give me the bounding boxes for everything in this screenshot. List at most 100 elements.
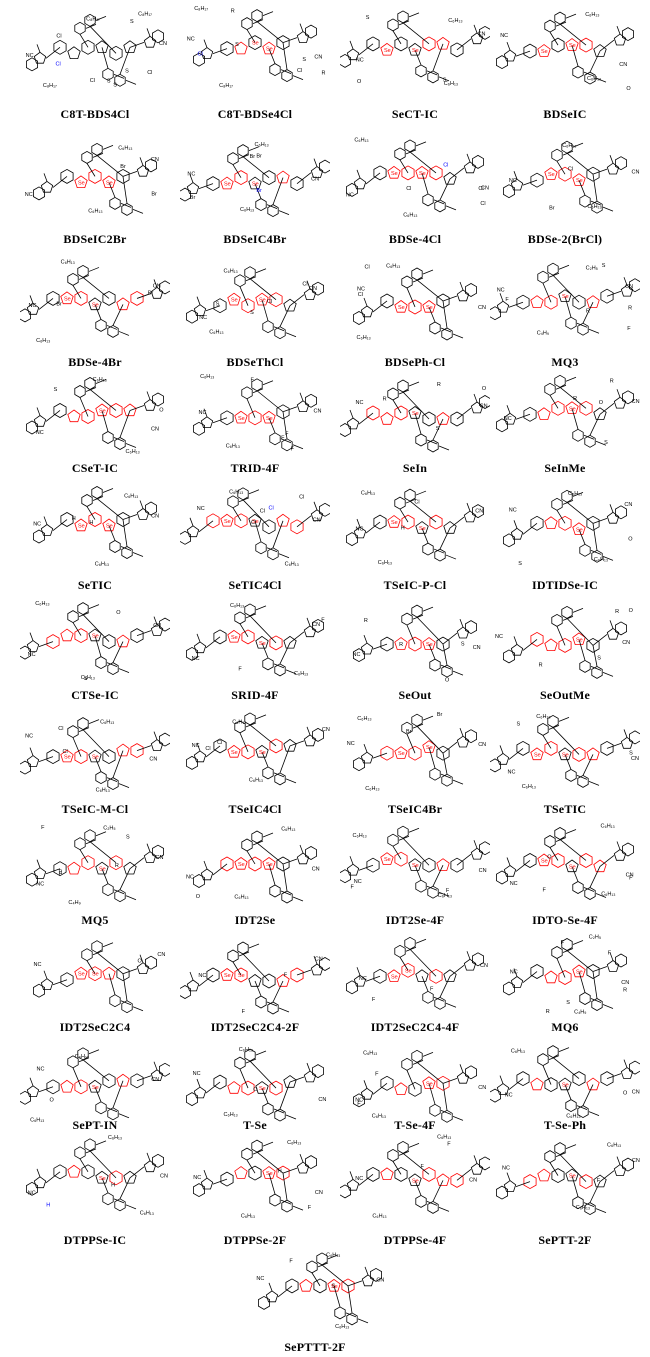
alkyl-chain <box>433 996 445 1002</box>
alkyl-chain <box>92 496 104 501</box>
atom-label: R <box>231 8 235 14</box>
atom-label: R <box>383 397 387 403</box>
bond <box>36 407 41 416</box>
atom-label: O <box>628 536 633 542</box>
selenophene-ring <box>234 857 248 870</box>
benzene-ring <box>523 406 537 422</box>
vinyl-bond <box>52 176 68 188</box>
atom-label: F <box>242 1009 246 1015</box>
bond <box>153 279 158 288</box>
selenophene-ring <box>116 634 130 648</box>
alkyl-chain <box>562 499 574 505</box>
benzene-ring <box>366 1166 380 1182</box>
atom-label: Se <box>78 972 85 978</box>
bond <box>559 1154 587 1182</box>
atom-label: Se <box>224 519 231 525</box>
selenophene-ring <box>227 629 241 643</box>
atom-label: CN <box>312 622 320 628</box>
phenyl-ring <box>107 777 119 791</box>
benzene-ring <box>81 39 95 55</box>
benzene-ring <box>262 973 276 989</box>
end-group-ring <box>470 1162 484 1175</box>
end-group-ring <box>613 849 627 861</box>
atom-label: Se <box>576 970 583 976</box>
alkyl-chain <box>255 714 267 720</box>
phenyl-ring <box>262 1102 274 1116</box>
atom-label: C₈H₁₇ <box>219 83 233 89</box>
bond <box>43 970 48 979</box>
atom-label: Se <box>92 972 99 978</box>
vinyl-bond <box>289 294 305 307</box>
end-group-ring <box>143 1160 157 1173</box>
phenyl-ring <box>422 990 434 1004</box>
atom-label: CN <box>478 305 486 311</box>
benzene-ring <box>530 172 544 188</box>
bond <box>239 623 249 638</box>
vinyl-bond <box>372 1083 388 1095</box>
bond <box>261 1087 269 1104</box>
atom-label: Se <box>224 182 231 188</box>
atom-label: C₈H₁₇ <box>43 83 57 89</box>
selenophene-ring <box>530 1077 544 1091</box>
bond <box>616 1156 621 1165</box>
bond <box>279 1081 291 1110</box>
selenophene-ring <box>544 740 558 756</box>
thiophene-ring <box>593 1174 607 1188</box>
vinyl-bond <box>515 1181 531 1188</box>
bond <box>272 177 284 205</box>
alkyl-chain <box>426 439 438 445</box>
bond <box>282 863 288 892</box>
end-group-ring <box>150 739 164 751</box>
end-group-ring <box>615 953 628 968</box>
bond <box>153 731 158 740</box>
selenophene-ring <box>67 1164 81 1178</box>
vinyl-bond <box>456 853 472 866</box>
alkyl-chain <box>357 1318 369 1324</box>
thiophene-ring <box>408 42 422 56</box>
atom-label: F <box>627 326 631 332</box>
end-group-ring <box>352 648 366 663</box>
atom-label: Se <box>259 641 266 647</box>
molecule-label: T-Se-Ph <box>543 1118 587 1132</box>
end-group-ring <box>352 311 366 325</box>
alkyl-chain <box>106 777 118 783</box>
benzene-ring <box>436 293 450 309</box>
selenophene-ring <box>558 515 572 531</box>
bond <box>196 1078 201 1088</box>
benzene-ring <box>516 740 530 756</box>
alkyl-chain <box>445 205 457 211</box>
bond <box>89 389 117 411</box>
end-group-ring <box>471 504 485 519</box>
phenyl-ring <box>572 65 584 79</box>
atom-label: O <box>159 407 164 413</box>
alkyl-chain <box>412 277 424 283</box>
alkyl-chain <box>412 614 424 620</box>
alkyl-chain <box>292 75 304 80</box>
benzene-ring <box>213 298 227 314</box>
molecule-label: IDTIDSe-IC <box>531 578 598 592</box>
alkyl-chain <box>433 199 445 205</box>
alkyl-chain <box>452 333 464 339</box>
end-group-ring <box>193 641 207 654</box>
atom-label: Br <box>256 154 262 160</box>
bond <box>402 837 430 866</box>
atom-label: H <box>89 520 93 526</box>
end-group-ring <box>465 1065 478 1080</box>
bond <box>96 155 124 177</box>
atom-label: Se <box>266 416 273 422</box>
atom-label: Se <box>576 527 583 533</box>
atom-label: O <box>253 1087 258 1093</box>
selenophene-ring <box>74 628 88 644</box>
end-group-ring <box>496 1083 510 1095</box>
bond <box>549 31 559 46</box>
alkyl-chain <box>426 70 438 76</box>
atom-label: C₆H₁₃ <box>536 714 550 720</box>
selenophene-ring <box>380 852 394 865</box>
alkyl-chain <box>583 434 595 440</box>
selenophene-ring <box>234 1166 248 1179</box>
vinyl-bond <box>198 974 214 987</box>
bond <box>82 277 110 299</box>
selenophene-ring <box>276 513 290 527</box>
